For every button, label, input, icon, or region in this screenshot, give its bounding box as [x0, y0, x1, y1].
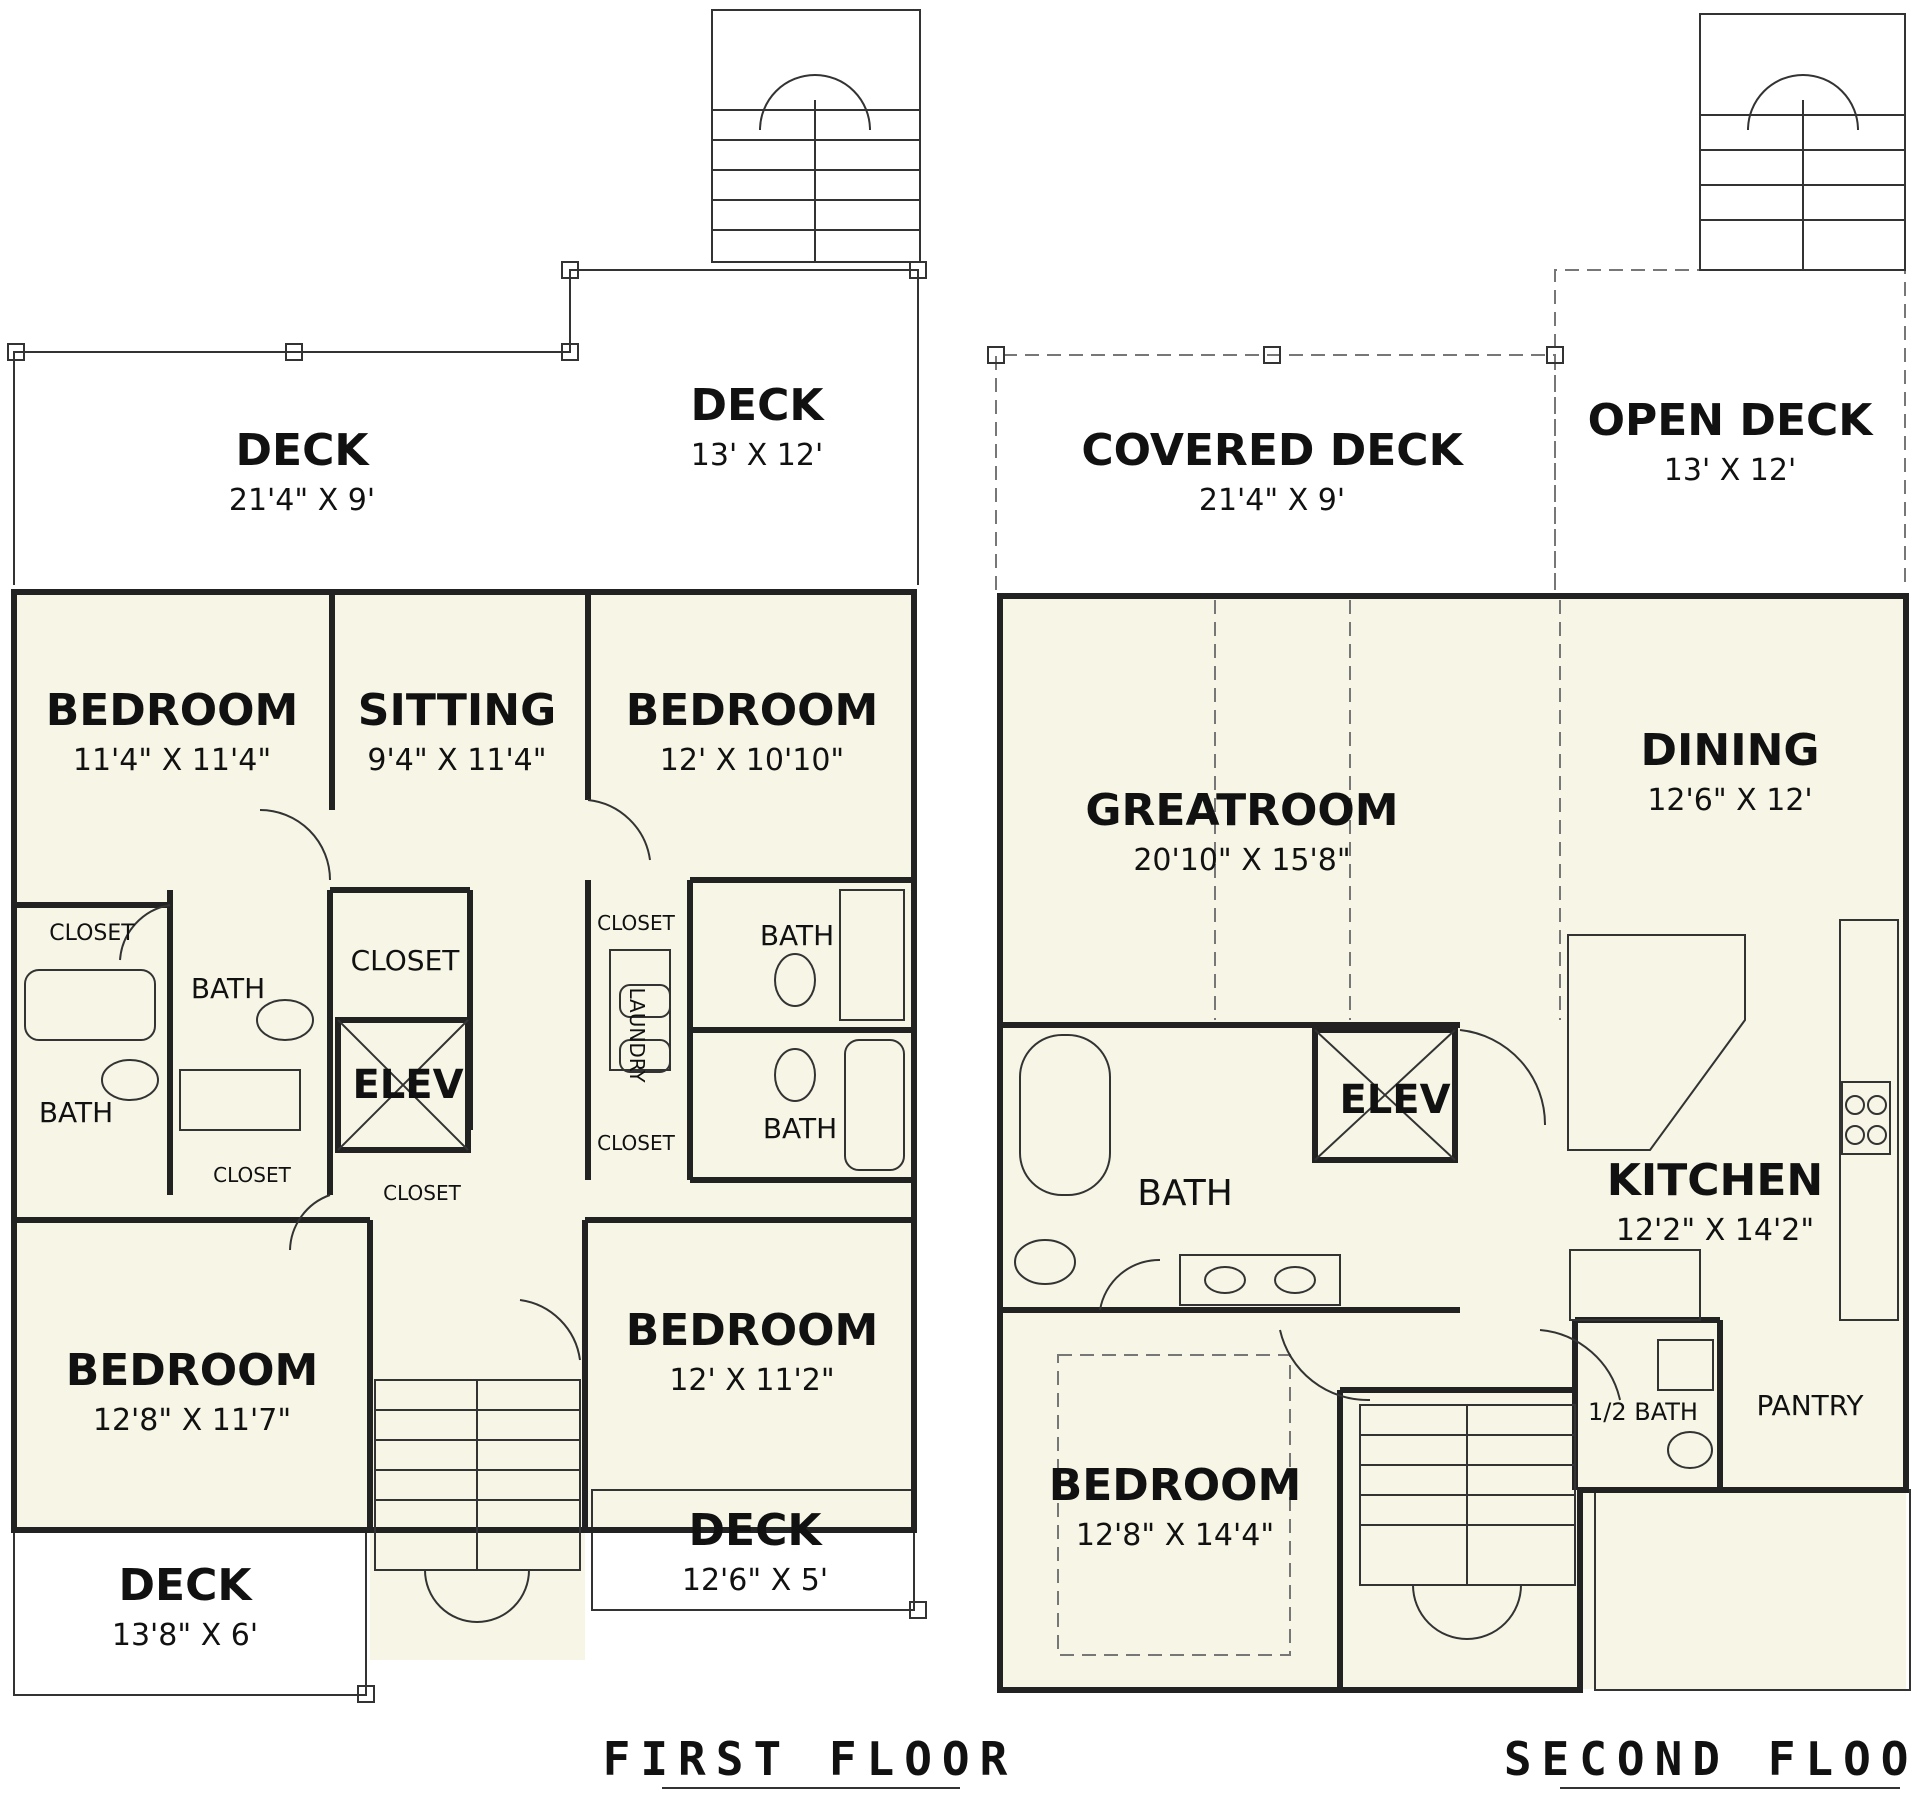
first-sitting-dims: 9'4" X 11'4": [367, 743, 546, 778]
first-bath-label: BATH: [191, 972, 265, 1005]
first-bedroom-ne-name: BEDROOM: [626, 685, 879, 736]
first-bedroom-se-name: BEDROOM: [626, 1305, 879, 1356]
first-deck-left-name: DECK: [236, 425, 371, 476]
second-bath-label: BATH: [1137, 1173, 1233, 1214]
first-bedroom-sw-dims: 12'8" X 11'7": [93, 1403, 291, 1438]
second-covered-deck-name: COVERED DECK: [1081, 425, 1464, 476]
first-bath-label: BATH: [39, 1096, 113, 1129]
second-open-deck-name: OPEN DECK: [1588, 395, 1875, 446]
first-elev-label: ELEV: [352, 1062, 463, 1108]
second-greatroom-name: GREATROOM: [1085, 785, 1398, 836]
second-covered-deck-dims: 21'4" X 9': [1199, 483, 1345, 518]
first-deck-right-dims: 13' X 12': [691, 438, 823, 473]
second-kitchen-name: KITCHEN: [1607, 1155, 1823, 1206]
first-bedroom-ne-dims: 12' X 10'10": [660, 743, 844, 778]
first-closet-label: CLOSET: [597, 1131, 675, 1155]
first-deck-sw-dims: 13'8" X 6': [112, 1618, 258, 1653]
first-deck-sw-name: DECK: [119, 1560, 254, 1611]
second-dining-dims: 12'6" X 12': [1647, 783, 1812, 818]
first-bedroom-se-dims: 12' X 11'2": [669, 1363, 834, 1398]
first-closet-label: CLOSET: [597, 911, 675, 935]
first-deck-se-dims: 12'6" X 5': [682, 1563, 828, 1598]
first-deck-left-dims: 21'4" X 9': [229, 483, 375, 518]
second-greatroom-dims: 20'10" X 15'8": [1133, 843, 1350, 878]
first-sitting-name: SITTING: [358, 685, 556, 736]
first-deck-right-name: DECK: [691, 380, 826, 431]
first-closet-label: CLOSET: [213, 1163, 291, 1187]
first-bath-label: BATH: [763, 1112, 837, 1145]
second-floor-label: SECOND FLOOR: [1504, 1732, 1920, 1786]
first-closet-label: CLOSET: [351, 944, 461, 977]
first-bedroom-nw-dims: 11'4" X 11'4": [73, 743, 271, 778]
first-floor: DECK 21'4" X 9' DECK 13' X 12' BEDROOM 1…: [7, 9, 1018, 1789]
second-bedroom-name: BEDROOM: [1049, 1460, 1302, 1511]
first-deck-se-name: DECK: [689, 1505, 824, 1556]
second-half-bath-label: 1/2 BATH: [1588, 1398, 1698, 1426]
second-pantry-label: PANTRY: [1756, 1389, 1864, 1422]
first-closet-label: CLOSET: [383, 1181, 461, 1205]
first-bedroom-nw-name: BEDROOM: [46, 685, 299, 736]
second-kitchen-dims: 12'2" X 14'2": [1616, 1213, 1814, 1248]
first-closet-label: CLOSET: [49, 921, 135, 946]
second-bedroom-dims: 12'8" X 14'4": [1076, 1518, 1274, 1553]
second-dining-name: DINING: [1640, 725, 1819, 776]
first-floor-label: FIRST FLOOR: [603, 1732, 1018, 1786]
first-laundry-label: LAUNDRY: [625, 987, 649, 1083]
second-floor: COVERED DECK 21'4" X 9' OPEN DECK 13' X …: [987, 13, 1920, 1789]
second-open-deck-dims: 13' X 12': [1664, 453, 1796, 488]
first-bath-label: BATH: [760, 919, 834, 952]
second-elev-label: ELEV: [1339, 1077, 1450, 1123]
first-bedroom-sw-name: BEDROOM: [66, 1345, 319, 1396]
